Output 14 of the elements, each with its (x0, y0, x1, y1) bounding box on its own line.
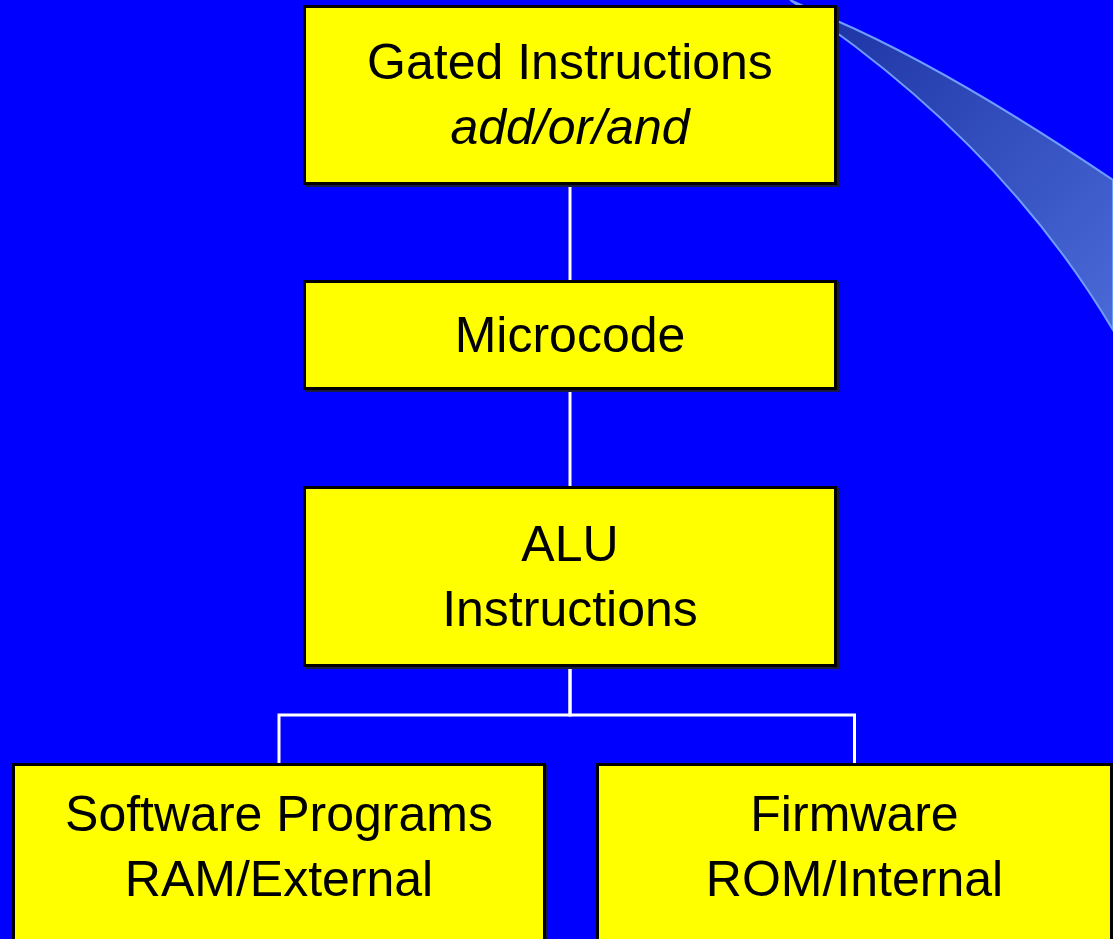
box-label: ALU Instructions (441, 514, 699, 639)
process-box (596, 763, 1113, 939)
connector-line (568, 185, 572, 280)
process-box (303, 486, 837, 667)
box-label: Microcode (454, 305, 686, 365)
connector-line (568, 667, 856, 763)
process-box (303, 280, 837, 390)
box-label: Gated Instructions (367, 33, 773, 92)
process-box (303, 5, 837, 185)
connector-line (568, 390, 572, 486)
process-box (12, 763, 546, 939)
box-label: Software Programs RAM/External (64, 785, 494, 909)
box-label: Firmware ROM/Internal (704, 785, 1005, 909)
box-label: add/or/and (450, 98, 690, 157)
